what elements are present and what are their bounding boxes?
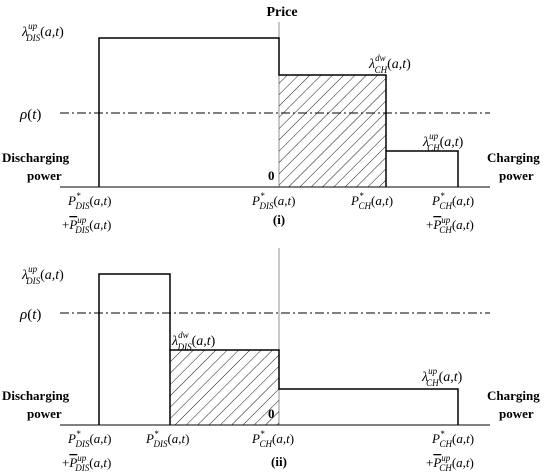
panel-i-charging-label: Charging <box>487 150 540 165</box>
panel-ii-x-dis: P*DIS(a,t) <box>145 429 190 449</box>
panel-ii-hatched-area <box>170 350 279 425</box>
panel-ii-discharging-label: Discharging <box>2 388 70 403</box>
panel-i-x-ch: P*CH(a,t) <box>350 191 393 211</box>
panel-i-rho-label: ρ(t) <box>19 107 41 123</box>
panel-ii-charging-power-label: power <box>499 406 534 421</box>
panel-i-ch-up-step <box>386 150 459 187</box>
panel-ii-x-right-line1: P*CH(a,t) <box>431 429 474 449</box>
panel-i-x-left-line1: P*DIS(a,t) <box>67 191 112 211</box>
panel-ii-discharging-power-label: power <box>27 406 62 421</box>
price-axis-label: Price <box>266 5 297 20</box>
panel-ii-charging-label: Charging <box>487 388 540 403</box>
panel-ii-rho-label: ρ(t) <box>19 307 41 323</box>
panel-i-x-right-line1: P*CH(a,t) <box>431 191 474 211</box>
panel-i-hatched-area <box>279 75 386 187</box>
panel-i-charging-power-label: power <box>499 168 534 183</box>
panel-ii-zero-label: 0 <box>268 406 275 421</box>
panel-i-x-mid: P*DIS(a,t) <box>251 191 296 211</box>
panel-i-discharging-label: Discharging <box>2 150 70 165</box>
panel-i-discharging-power-label: power <box>27 168 62 183</box>
panel-ii-x-left-line1: P*DIS(a,t) <box>67 429 112 449</box>
panel-i-step-curve <box>98 37 387 187</box>
panel-ii-caption: (ii) <box>271 454 287 469</box>
panel-ii-step-curve <box>98 273 459 425</box>
panel-i-zero-label: 0 <box>268 168 275 183</box>
panel-ii-x-ch: P*CH(a,t) <box>251 429 294 449</box>
panel-i-caption: (i) <box>273 212 285 227</box>
